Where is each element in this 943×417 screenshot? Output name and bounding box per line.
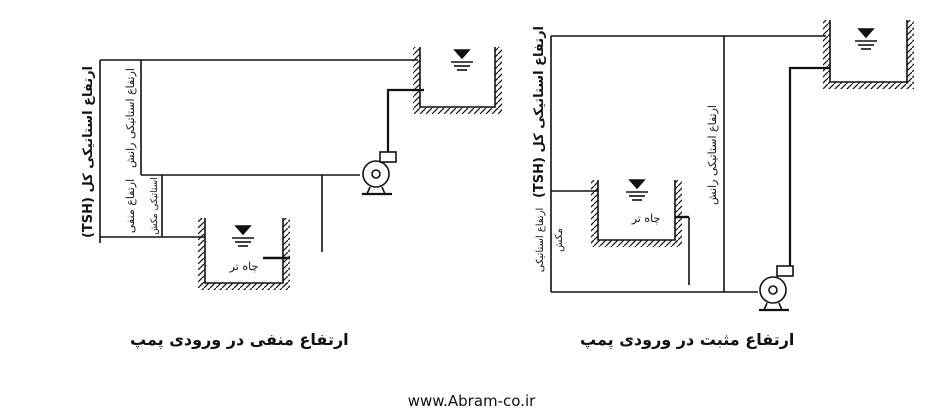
right-wet-well bbox=[591, 180, 682, 247]
left-wet-well bbox=[198, 218, 290, 290]
left-diagram-caption: ارتفاع منفی در ورودی پمپ bbox=[130, 330, 349, 349]
right-upper-water-symbol bbox=[855, 28, 877, 50]
right-wet-well-label: چاه تر bbox=[631, 212, 661, 225]
right-pump bbox=[759, 265, 794, 312]
left-upper-water-symbol bbox=[451, 49, 473, 71]
right-discharge-head-label: ارتفاع استاتیکی رانش bbox=[706, 105, 719, 205]
right-total-head-label: ارتفاع استاتیکی کل (TSH) bbox=[532, 26, 547, 198]
left-total-head-label: ارتفاع استاتیکی کل (TSH) bbox=[81, 66, 96, 238]
left-negative-suction-label: ارتفاع منفی bbox=[124, 179, 137, 233]
left-lower-water-symbol bbox=[232, 225, 254, 247]
right-suction-head-label-2: مکش bbox=[554, 228, 565, 252]
left-wet-well-label: چاه تر bbox=[229, 260, 259, 273]
left-upper-tank bbox=[413, 47, 502, 114]
right-diagram bbox=[550, 20, 914, 312]
left-suction-static-label: استاتیکی مکش bbox=[150, 177, 160, 234]
right-upper-tank bbox=[823, 20, 914, 89]
right-diagram-caption: ارتفاع مثبت در ورودی پمپ bbox=[580, 330, 795, 349]
footer-website: www.Abram-co.ir bbox=[407, 392, 536, 410]
right-suction-head-label: ارتفاع استاتیکی bbox=[535, 208, 546, 273]
left-discharge-head-label: ارتفاع استاتیکی رانش bbox=[124, 68, 137, 168]
right-well-water-symbol bbox=[626, 179, 648, 201]
left-diagram bbox=[99, 47, 502, 290]
left-pump bbox=[362, 151, 397, 196]
